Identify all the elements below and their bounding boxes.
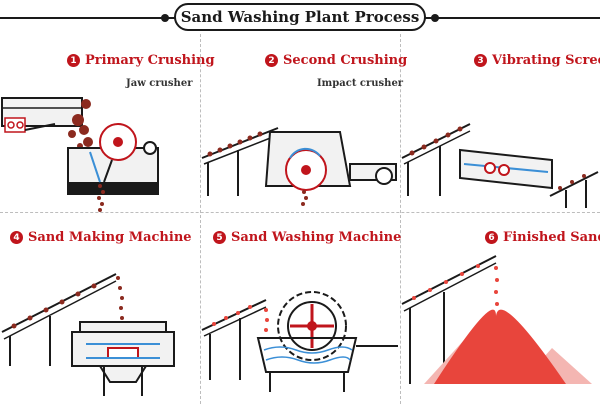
step-4-label: Sand Making Machine: [28, 230, 192, 245]
step-5-number: 5: [213, 231, 226, 244]
grid-divider-v1: [200, 34, 201, 404]
step-4-heading: 4 Sand Making Machine: [10, 230, 192, 245]
step-6-heading: 6 Finished Sand: [485, 230, 600, 245]
impact-crusher-illustration: [201, 127, 397, 206]
sand-making-machine-illustration: [1, 273, 175, 396]
grid-divider-h: [0, 212, 600, 213]
jaw-crusher-illustration: [1, 97, 159, 212]
step-2-number: 2: [265, 54, 278, 67]
page-title: Sand Washing Plant Process: [174, 3, 426, 31]
step-2-sublabel: Impact crusher: [317, 78, 404, 89]
step-1-heading: 1 Primary Crushing: [67, 53, 215, 68]
step-6-number: 6: [485, 231, 498, 244]
step-1-label: Primary Crushing: [85, 53, 215, 68]
vibrating-screen-illustration: [401, 123, 599, 208]
step-5-heading: 5 Sand Washing Machine: [213, 230, 401, 245]
step-5-label: Sand Washing Machine: [231, 230, 402, 245]
title-left-dot: [161, 14, 169, 22]
step-6-label: Finished Sand: [503, 230, 600, 245]
finished-sand-illustration: [401, 255, 592, 384]
step-3-label: Vibrating Screen: [492, 53, 600, 68]
title-right-dot: [431, 14, 439, 22]
step-4-number: 4: [10, 231, 23, 244]
grid-divider-v2: [400, 34, 401, 404]
step-2-label: Second Crushing: [283, 53, 408, 68]
step-1-sublabel: Jaw crusher: [126, 78, 193, 89]
step-3-heading: 3 Vibrating Screen: [474, 53, 600, 68]
sand-washing-machine-illustration: [201, 291, 398, 392]
step-3-number: 3: [474, 54, 487, 67]
step-2-heading: 2 Second Crushing: [265, 53, 407, 68]
step-1-number: 1: [67, 54, 80, 67]
